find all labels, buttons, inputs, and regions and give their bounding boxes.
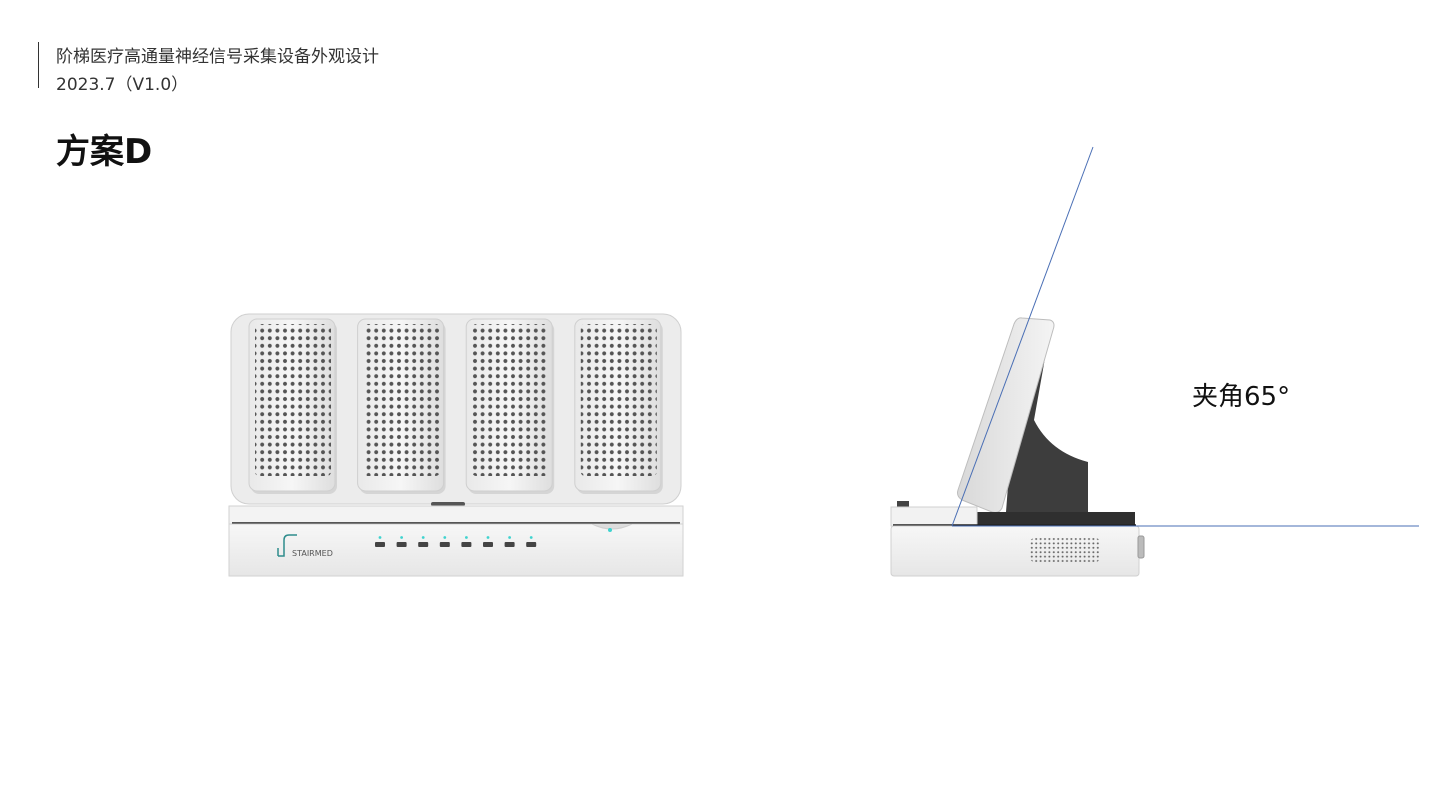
tray-notch <box>431 502 465 506</box>
angle-tilt-line <box>951 146 1094 527</box>
speaker-grille-icon <box>1029 538 1101 562</box>
side-base-top <box>890 506 978 527</box>
base-top-strip <box>228 505 684 525</box>
indicator-group <box>375 536 537 547</box>
side-button <box>897 501 909 508</box>
signal-module <box>357 318 446 494</box>
side-base-body <box>890 525 1140 577</box>
document-version: 2023.7（V1.0） <box>56 75 189 95</box>
channel-indicator <box>526 536 537 547</box>
vent-grid-icon <box>363 324 440 476</box>
document-title: 阶梯医疗高通量神经信号采集设备外观设计 <box>56 47 379 67</box>
base-body <box>228 523 684 577</box>
angle-label: 夹角65° <box>1192 382 1291 412</box>
signal-module <box>465 318 555 494</box>
module-group <box>248 318 663 494</box>
header-divider <box>38 42 39 88</box>
vent-grid-icon <box>580 324 657 476</box>
side-connector <box>1137 535 1145 559</box>
vent-grid-icon <box>255 324 331 476</box>
power-indicator <box>608 528 612 532</box>
signal-module <box>574 318 663 494</box>
front-view: STAIRMED <box>228 313 684 577</box>
channel-indicator <box>396 536 407 547</box>
base-plate <box>975 512 1135 526</box>
channel-indicator <box>483 536 493 547</box>
channel-indicator <box>504 536 515 547</box>
channel-indicator <box>461 536 472 547</box>
signal-module <box>248 318 337 494</box>
logo-text: STAIRMED <box>292 549 333 558</box>
channel-indicator <box>439 536 450 547</box>
side-view <box>890 146 1419 577</box>
channel-indicator <box>418 536 429 547</box>
channel-indicator <box>375 536 385 547</box>
vent-grid-icon <box>472 324 549 476</box>
section-title: 方案D <box>56 132 153 172</box>
base-groove <box>591 523 633 530</box>
stairmed-logo-icon <box>277 534 297 557</box>
